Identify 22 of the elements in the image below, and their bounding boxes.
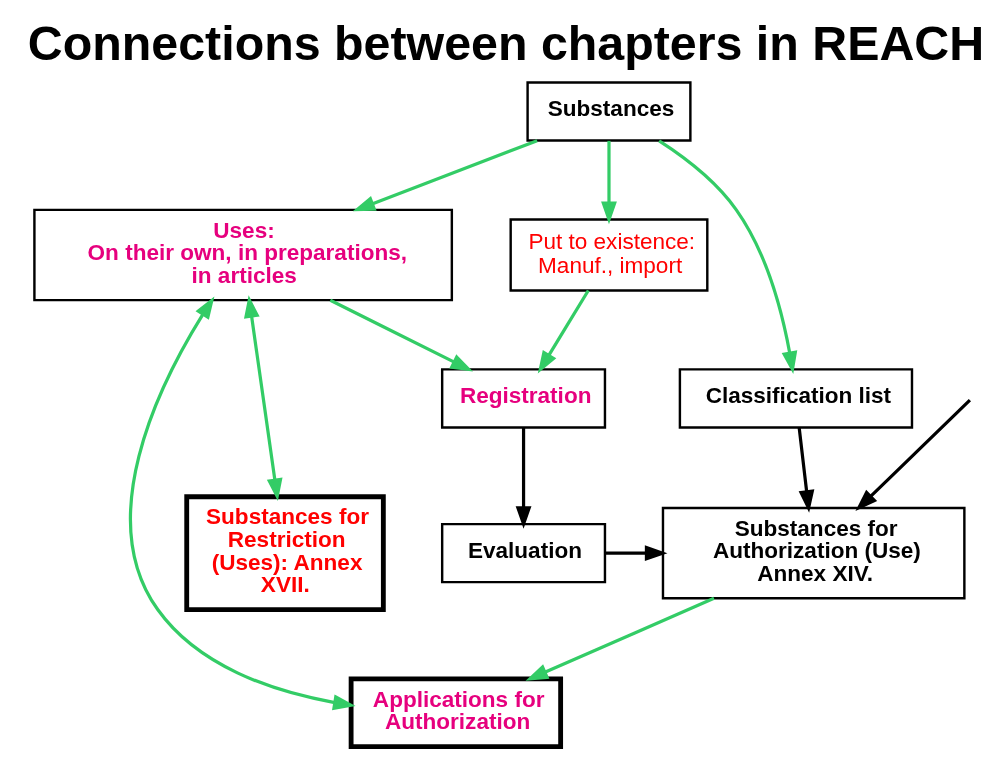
node-box: Classification list bbox=[678, 367, 914, 429]
arrow bbox=[797, 427, 815, 513]
arrow bbox=[129, 295, 356, 710]
arrow bbox=[605, 544, 668, 561]
arrow bbox=[855, 398, 971, 511]
node-box: Put to existence: Manuf., import bbox=[509, 217, 709, 292]
arrow bbox=[601, 140, 617, 224]
node-box: Substances for Restriction (Uses): Annex XVII. bbox=[184, 493, 386, 612]
node-box: Uses: On their own, in preparations, in articles bbox=[33, 208, 454, 301]
node-box: Evaluation bbox=[440, 522, 607, 583]
arrow bbox=[352, 138, 538, 211]
node-box: Registration bbox=[440, 367, 607, 429]
arrow bbox=[243, 294, 283, 501]
arrow bbox=[329, 298, 473, 372]
node-box: Substances for Authorization (Use) Annex XIV. bbox=[661, 506, 966, 599]
arrow bbox=[515, 427, 532, 529]
arrow bbox=[525, 596, 715, 681]
arrow bbox=[658, 139, 798, 374]
node-box: Applications for Authorization bbox=[348, 675, 564, 749]
node-box: Substances bbox=[526, 80, 692, 142]
arrow bbox=[537, 289, 590, 373]
diagram-title: Connections between chapters in REACH bbox=[27, 15, 985, 70]
